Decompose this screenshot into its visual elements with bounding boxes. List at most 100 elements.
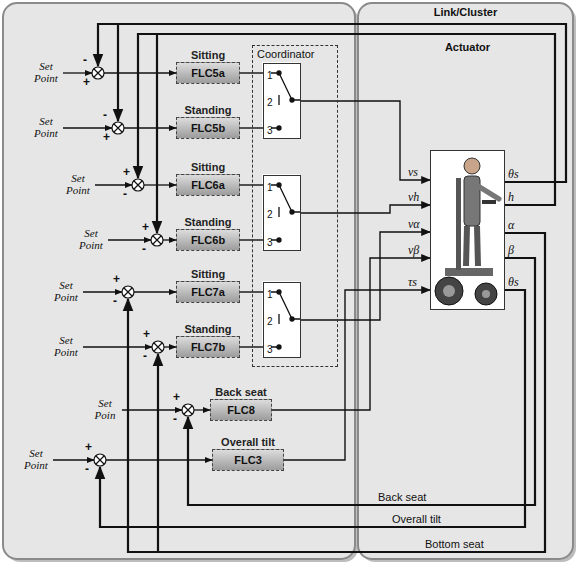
setpoint-wire	[108, 239, 151, 240]
switch-symbol	[277, 238, 281, 242]
sign-mark: -	[113, 295, 117, 308]
summing-junction	[94, 69, 102, 77]
feedback-name: Bottom seat	[425, 538, 484, 550]
controller-box: Back seatFLC8	[210, 385, 272, 421]
switch-symbol	[290, 210, 294, 214]
feedback-wire	[157, 354, 159, 552]
sign-mark: +	[123, 166, 130, 179]
summing-junction	[152, 341, 164, 353]
input-number: 1	[264, 181, 300, 194]
input-number: 3	[264, 343, 300, 356]
controller-name: FLC8	[221, 400, 261, 420]
controller-name: FLC5b	[187, 118, 229, 138]
output-signal: θs	[508, 276, 519, 288]
sign-mark: +	[85, 441, 92, 454]
mode-heading: Sitting	[176, 48, 240, 62]
switch-symbol	[271, 73, 300, 128]
input-signal: vs	[408, 166, 418, 178]
controller-frame: FLC7a	[176, 281, 240, 303]
setpoint-label: Set Point	[20, 447, 52, 471]
actuator-box: Actuator	[430, 40, 505, 310]
wheelchair-figure	[475, 283, 497, 305]
mode-heading: Standing	[176, 215, 240, 229]
sign-mark: -	[143, 350, 147, 363]
summing-junction	[114, 124, 122, 132]
signal-connector	[301, 232, 430, 320]
controller-name: FLC7a	[187, 282, 229, 302]
summing-junction	[124, 288, 132, 296]
sign-mark: -	[142, 243, 146, 256]
panel-ground	[358, 3, 573, 559]
controller-frame: FLC7b	[176, 336, 240, 358]
wheelchair-figure	[482, 200, 496, 204]
setpoint-wire	[122, 409, 182, 410]
summing-junction	[184, 406, 192, 414]
controller-frame: FLC5a	[176, 62, 240, 84]
setpoint-label: Set Point	[30, 60, 62, 84]
setpoint-wire	[63, 72, 92, 73]
wheelchair-figure	[464, 158, 480, 174]
controller-box: Overall tiltFLC3	[212, 435, 284, 471]
coordinator-box: Coordinator123123123	[252, 45, 338, 367]
sign-mark: -	[85, 463, 89, 476]
switch-symbol	[277, 71, 281, 75]
setpoint-wire	[53, 73, 182, 460]
mode-heading: Standing	[176, 103, 240, 117]
switch-symbol	[290, 317, 294, 321]
input-number: 1	[264, 69, 300, 82]
summing-junction	[112, 122, 124, 134]
setpoint-wire	[95, 184, 132, 185]
switch-symbol	[277, 290, 281, 294]
sign-mark: -	[123, 188, 127, 201]
error-wire	[164, 346, 176, 347]
switch-symbol	[277, 126, 281, 130]
error-wire	[194, 409, 210, 410]
wheelchair-figure	[445, 268, 493, 276]
summing-junction	[134, 181, 142, 189]
panel-ground	[3, 3, 355, 559]
wheelchair-figure	[435, 277, 463, 305]
wheelchair-figure	[443, 285, 455, 297]
panel-title: Link/Cluster	[358, 3, 573, 19]
feedback-wire	[117, 24, 119, 121]
controller-box: StandingFLC6b	[176, 215, 240, 251]
mode-heading: Overall tilt	[212, 435, 284, 449]
setpoint-wire	[63, 127, 112, 128]
controller-frame: FLC3	[212, 449, 284, 471]
panel-ground	[3, 3, 576, 562]
error-wire	[124, 127, 176, 128]
switch-body	[430, 150, 505, 310]
summing-junction	[154, 343, 162, 351]
setpoint-label: Set Point	[50, 334, 82, 358]
wheelchair-figure	[464, 176, 480, 226]
signal-connector	[284, 290, 430, 460]
summing-junction	[151, 234, 163, 246]
setpoint-label: Set Point	[50, 279, 82, 303]
wheelchair-figure	[456, 178, 461, 270]
input-number: 2	[264, 96, 300, 109]
summing-junction	[182, 404, 194, 416]
sign-mark: +	[113, 273, 120, 286]
mode-heading: Standing	[176, 322, 240, 336]
sign-mark: +	[142, 221, 149, 234]
mode-heading: Sitting	[176, 267, 240, 281]
sign-mark: +	[143, 328, 150, 341]
input-signal: vα	[408, 218, 420, 230]
feedback-wire	[138, 34, 555, 205]
switch-body	[262, 62, 505, 357]
actuator-frame	[430, 150, 505, 310]
input-number: 3	[264, 236, 300, 249]
feedback-wire	[98, 24, 566, 182]
switch-symbol	[277, 183, 281, 187]
wheelchair-figure	[435, 158, 499, 305]
mode-heading: Sitting	[176, 160, 240, 174]
input-signal: τs	[408, 276, 417, 288]
mode-heading: Back seat	[210, 385, 272, 399]
controller-frame: FLC5b	[176, 117, 240, 139]
setpoint-label: Set Point	[62, 172, 94, 196]
summing-junction	[132, 179, 144, 191]
input-signal: vh	[408, 191, 419, 203]
coordinator-title: Coordinator	[253, 46, 337, 60]
feedback-name: Overall tilt	[392, 513, 441, 525]
controller-name: FLC5a	[187, 63, 229, 83]
